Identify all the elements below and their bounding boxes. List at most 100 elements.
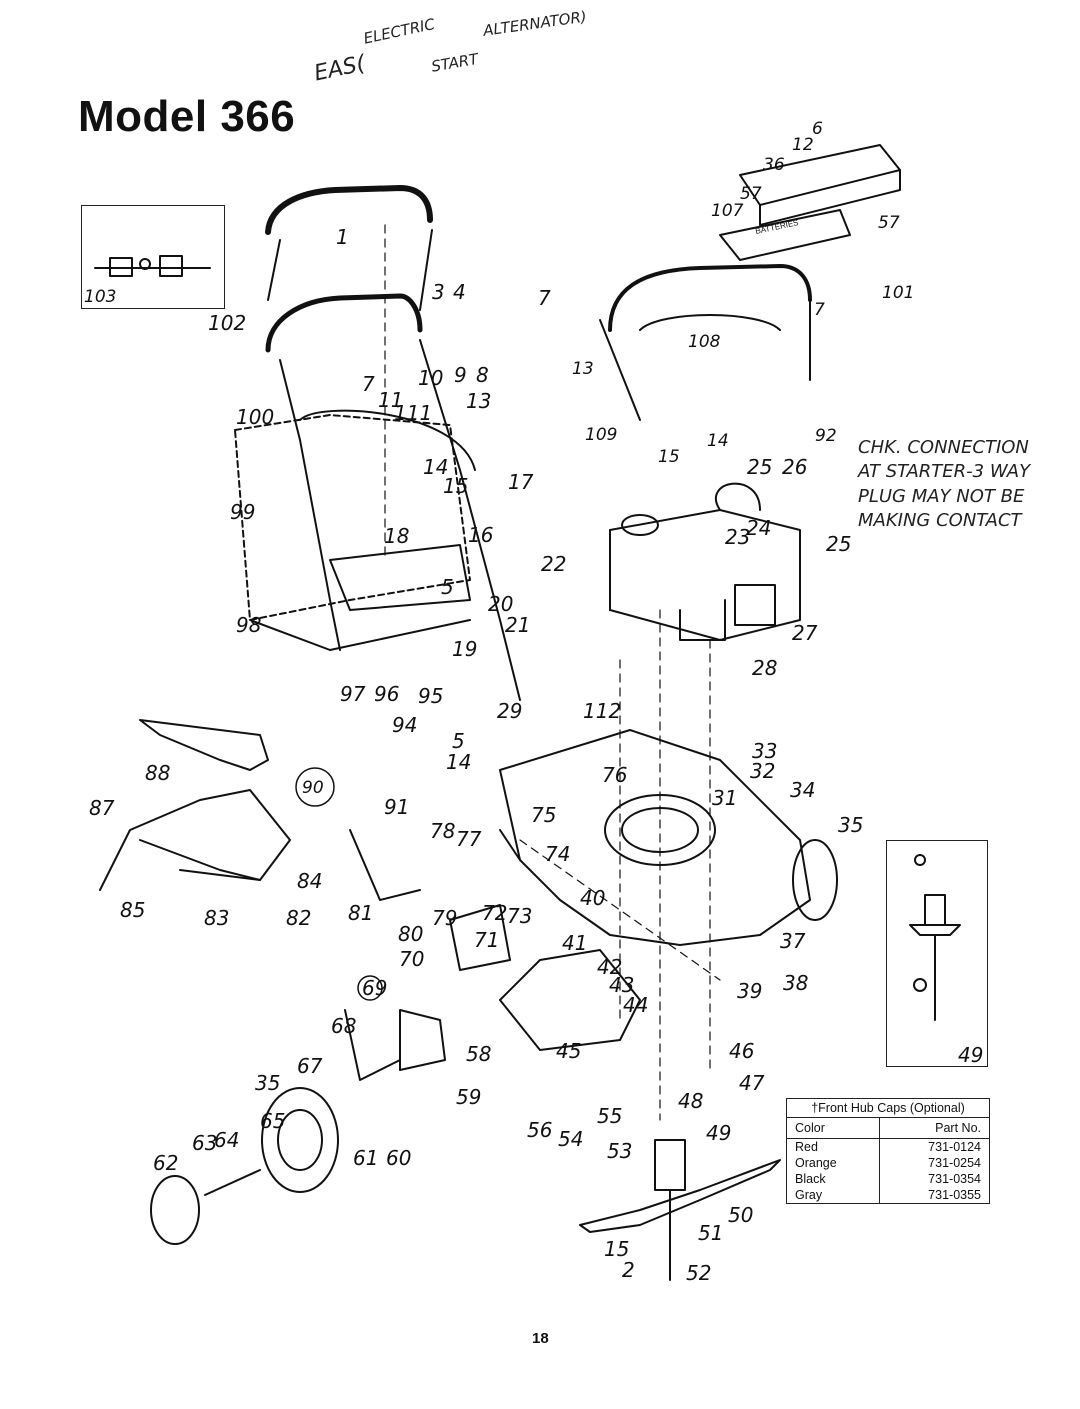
callout-79: 79: [432, 906, 457, 930]
callout-83: 83: [204, 906, 229, 930]
upper-handle: [265, 185, 433, 311]
callout-59: 59: [456, 1085, 481, 1109]
callout-67: 67: [297, 1054, 323, 1078]
callout-98: 98: [236, 613, 261, 637]
hub-caps-caption: †Front Hub Caps (Optional): [786, 1098, 990, 1117]
callout-14: 14: [446, 750, 471, 774]
callout-12: 12: [792, 135, 814, 155]
callout-33: 33: [752, 739, 777, 763]
callout-39: 39: [737, 979, 762, 1003]
callout-69: 69: [362, 976, 387, 1000]
callout-17: 17: [508, 470, 534, 494]
table-row: Black 731-0354: [786, 1171, 990, 1187]
callout-88: 88: [145, 761, 170, 785]
spindle-inset-drawing: [909, 854, 961, 1021]
callout-61: 61: [353, 1146, 378, 1170]
callout-63: 63: [192, 1131, 217, 1155]
handwritten-check-note: CHK. CONNECTION AT STARTER-3 WAY PLUG MA…: [858, 436, 1030, 533]
callout-22: 22: [541, 552, 566, 576]
callout-47: 47: [739, 1071, 765, 1095]
table-row: Orange 731-0254: [786, 1155, 990, 1171]
callout-20: 20: [488, 592, 513, 616]
callout-15: 15: [658, 447, 680, 467]
callout-95: 95: [418, 684, 443, 708]
callout-102: 102: [208, 311, 246, 335]
callout-48: 48: [678, 1089, 703, 1113]
callout-labels: 1 3 4 7 102 7 11 111 10 9 8 100 13 14 15…: [84, 119, 983, 1285]
hub-caps-table: †Front Hub Caps (Optional) Color Part No…: [786, 1098, 990, 1204]
callout-100: 100: [236, 405, 274, 429]
callout-2: 2: [622, 1258, 635, 1282]
callout-15: 15: [443, 474, 468, 498]
switch-inset-drawing: [94, 255, 211, 277]
callout-84: 84: [297, 869, 322, 893]
callout-42: 42: [597, 955, 622, 979]
height-adjusters: [344, 829, 511, 1081]
check-note-line: CHK. CONNECTION: [858, 437, 1029, 458]
callout-9: 9: [454, 363, 467, 387]
callout-23: 23: [725, 525, 750, 549]
callout-60: 60: [386, 1146, 411, 1170]
part-number-cell: 731-0124: [928, 1140, 981, 1154]
callout-90: 90: [302, 778, 324, 798]
callout-65: 65: [260, 1109, 285, 1133]
callout-24: 24: [746, 516, 771, 540]
callout-37: 37: [780, 929, 806, 953]
callout-19: 19: [452, 637, 477, 661]
callout-56: 56: [527, 1118, 552, 1142]
callout-7: 7: [538, 286, 551, 310]
callout-25: 25: [826, 532, 851, 556]
color-cell: Gray: [786, 1187, 880, 1204]
callout-13: 13: [466, 389, 491, 413]
callout-6: 6: [812, 119, 823, 139]
callout-45: 45: [556, 1039, 581, 1063]
callout-101: 101: [882, 283, 914, 303]
page-title: Model 366: [78, 92, 296, 141]
callout-55: 55: [597, 1104, 622, 1128]
callout-57: 57: [878, 213, 900, 233]
callout-16: 16: [468, 523, 493, 547]
callout-28: 28: [752, 656, 777, 680]
callout-71: 71: [474, 928, 499, 952]
callout-108: 108: [688, 332, 721, 352]
callout-46: 46: [729, 1039, 754, 1063]
callout-51: 51: [698, 1221, 723, 1245]
page-number: 18: [532, 1330, 549, 1347]
callout-80: 80: [398, 922, 423, 946]
callout-3: 3: [432, 280, 445, 304]
callout-70: 70: [399, 947, 424, 971]
callout-38: 38: [783, 971, 808, 995]
callout-11: 11: [378, 388, 403, 412]
callout-14: 14: [707, 431, 729, 451]
part-number-cell: 731-0254: [928, 1156, 981, 1170]
callout-99: 99: [230, 500, 255, 524]
callout-25: 25: [747, 455, 772, 479]
callout-35: 35: [838, 813, 863, 837]
table-row: Red 731-0124: [786, 1138, 990, 1155]
callout-29: 29: [497, 699, 522, 723]
callout-112: 112: [583, 699, 621, 723]
blade-assembly: [579, 1139, 781, 1281]
callout-81: 81: [348, 901, 373, 925]
color-cell: Black: [786, 1171, 880, 1187]
callout-14: 14: [423, 455, 448, 479]
callout-35: 35: [255, 1071, 280, 1095]
callout-31: 31: [712, 786, 737, 810]
callout-54: 54: [558, 1127, 583, 1151]
spindle-inset-box: [886, 840, 988, 1067]
callout-68: 68: [331, 1014, 356, 1038]
callout-87: 87: [89, 796, 115, 820]
callout-7: 7: [362, 372, 375, 396]
callout-15: 15: [604, 1237, 629, 1261]
callout-94: 94: [392, 713, 417, 737]
callout-107: 107: [711, 201, 744, 221]
rear-wheel: [150, 1087, 339, 1245]
callout-73: 73: [507, 904, 532, 928]
callout-64: 64: [214, 1128, 239, 1152]
callout-41: 41: [562, 931, 587, 955]
spindle-callout-49: 49: [958, 1043, 983, 1067]
callout-96: 96: [374, 682, 399, 706]
callout-27: 27: [792, 621, 818, 645]
callout-92: 92: [815, 426, 837, 446]
